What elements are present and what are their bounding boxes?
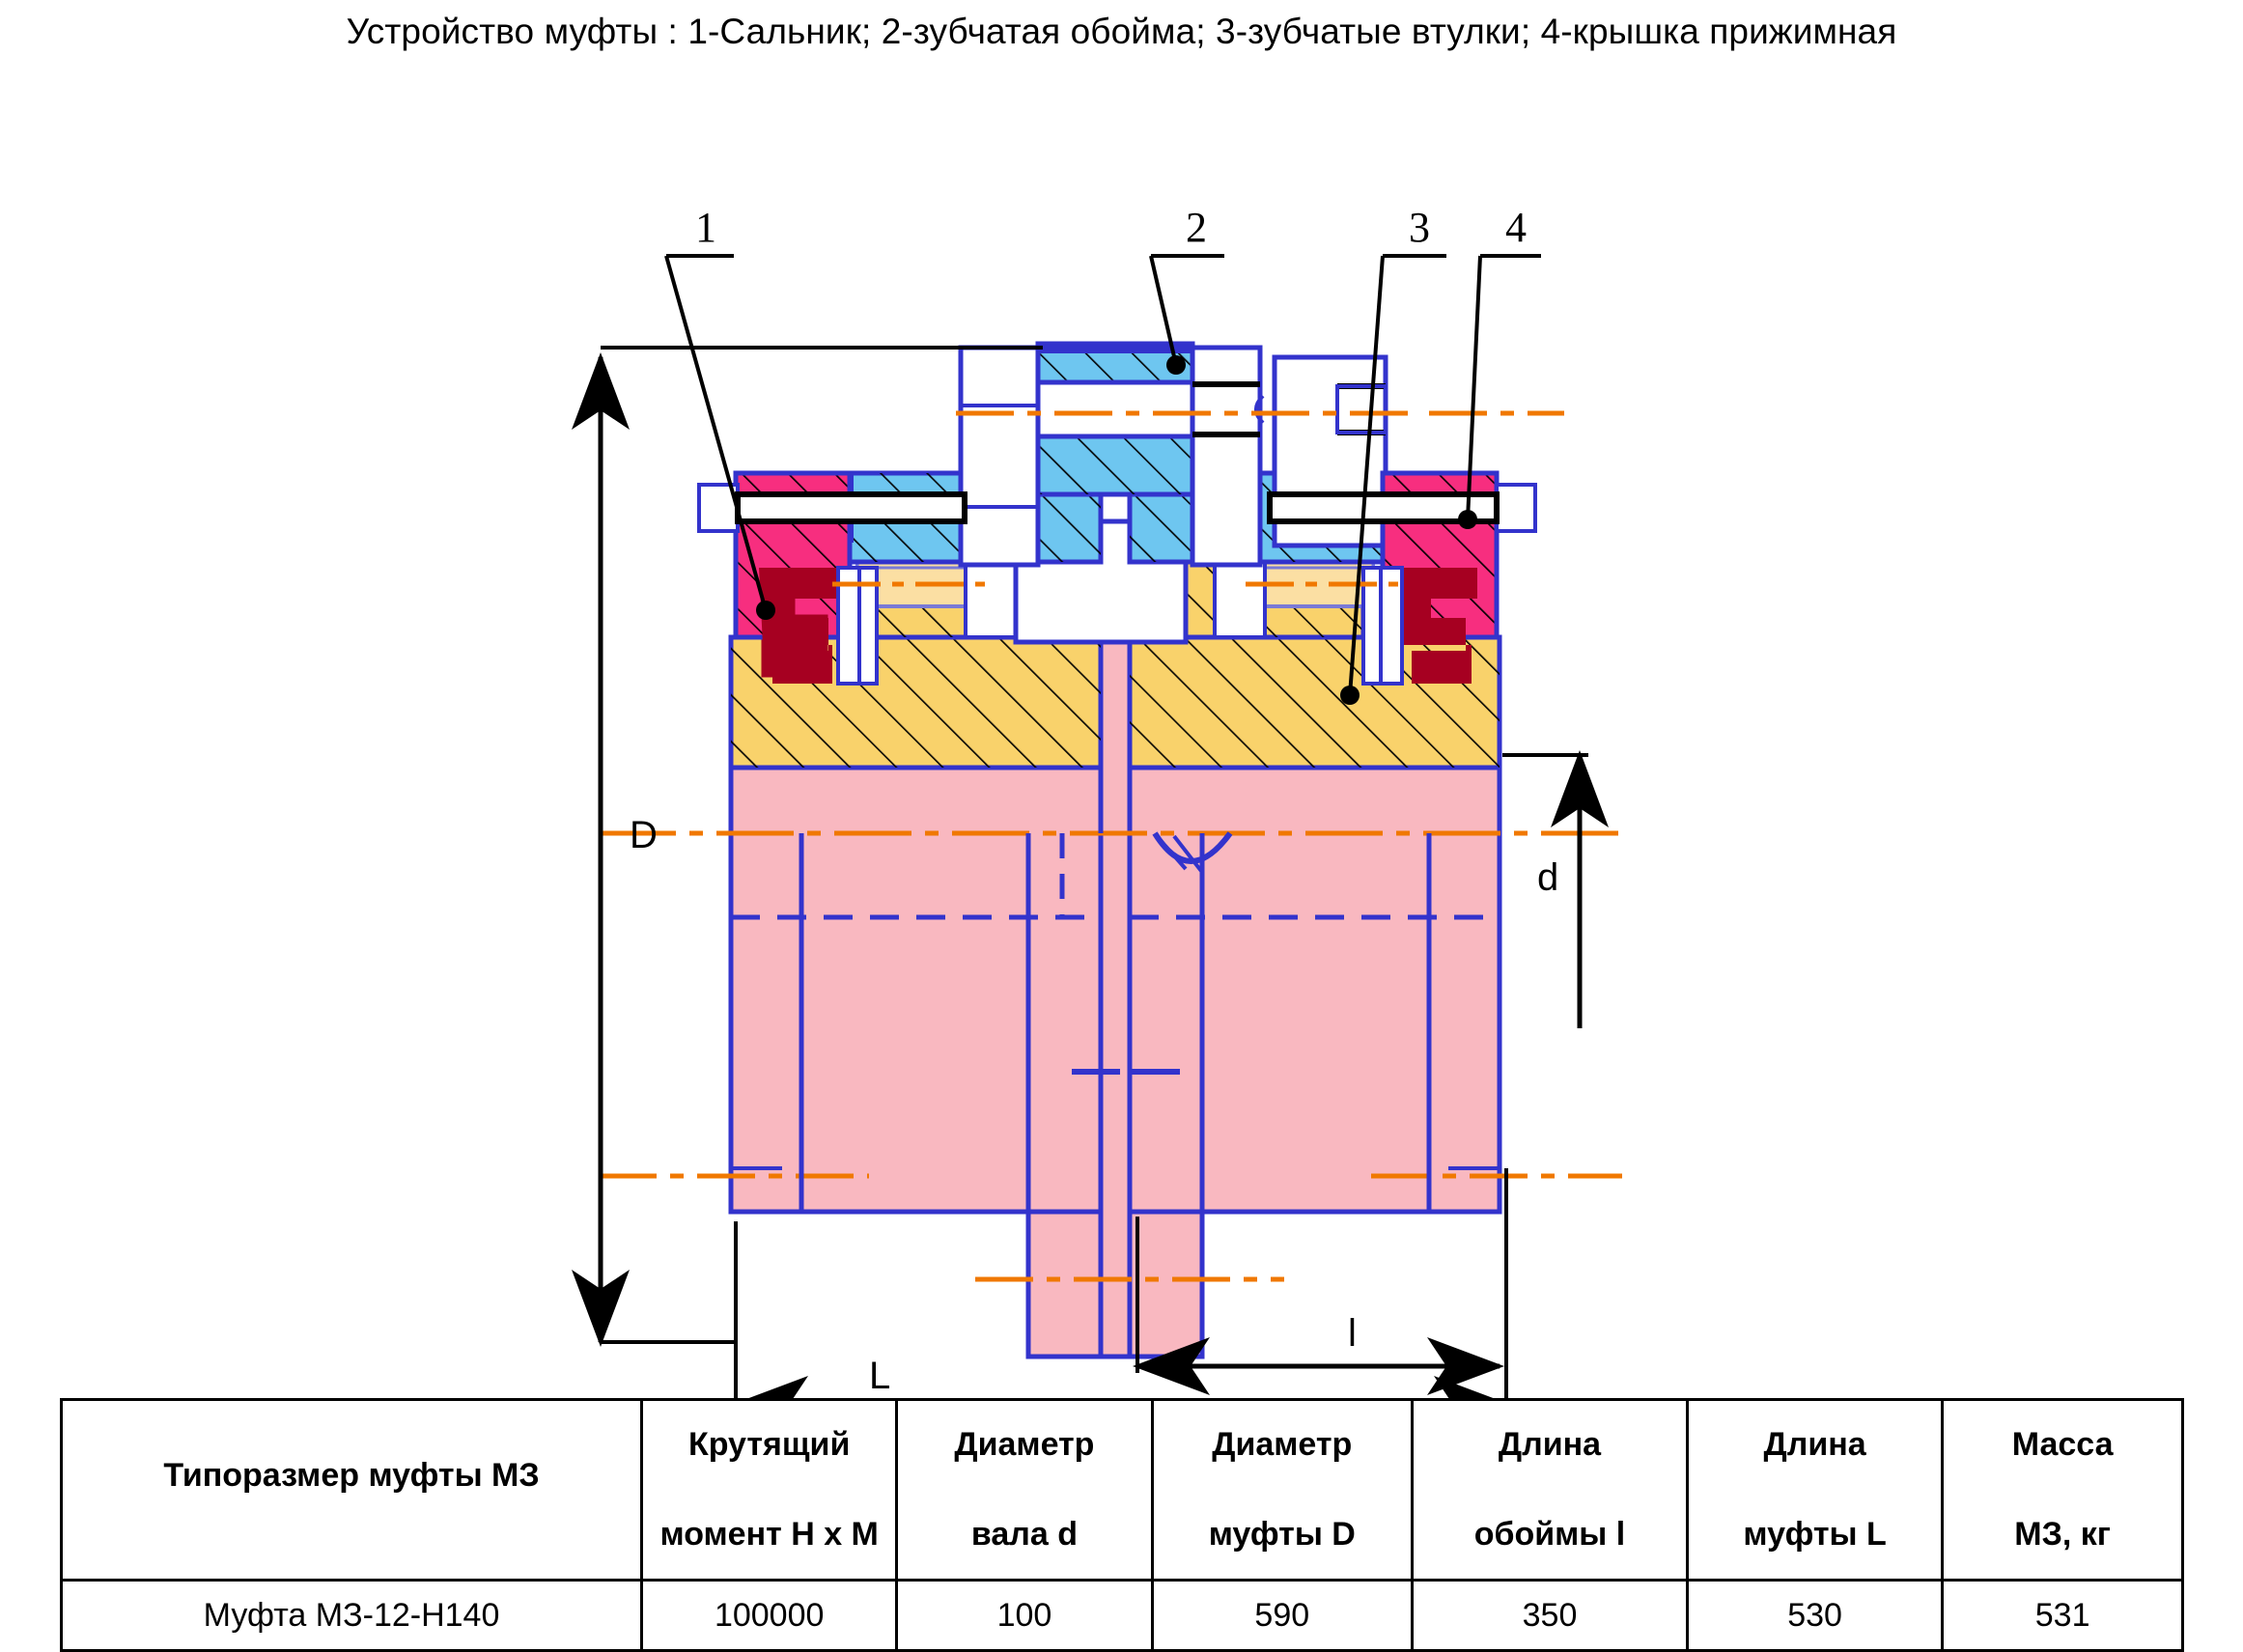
coupling-assembly-drawing: D d L l 1 2 3 4 — [572, 204, 1622, 1400]
callout-leaders — [664, 254, 1541, 705]
center-lines — [599, 410, 1622, 1282]
cell-shaft-diameter: 100 — [895, 1579, 1154, 1652]
header-coupling-diameter: Диаметр муфты D — [1150, 1398, 1415, 1582]
dimension-label-L: L — [869, 1355, 890, 1397]
cell-mass: 531 — [1941, 1579, 2184, 1652]
header-coupling-length: Длина муфты L — [1685, 1398, 1945, 1582]
hidden-detail-lines — [731, 768, 1500, 1212]
page-title: Устройство муфты : 1-Сальник; 2-зубчатая… — [346, 12, 1897, 51]
header-shaft-diameter: Диаметр вала d — [895, 1398, 1154, 1582]
table-row: Муфта МЗ-12-Н140 100000 100 590 350 530 … — [59, 1579, 2184, 1652]
cell-sleeve-length: 350 — [1411, 1579, 1689, 1652]
specification-table: Типоразмер муфты МЗ Крутящий момент Н х … — [59, 1398, 2184, 1652]
table-header-row: Типоразмер муфты МЗ Крутящий момент Н х … — [59, 1398, 2184, 1582]
cell-typesize: Муфта МЗ-12-Н140 — [59, 1579, 644, 1652]
dimension-label-l: l — [1348, 1312, 1357, 1355]
dimension-label-d: d — [1537, 856, 1558, 899]
header-torque: Крутящий момент Н х М — [640, 1398, 899, 1582]
dimension-lines — [572, 346, 1609, 1400]
header-typesize: Типоразмер муфты МЗ — [59, 1398, 644, 1582]
cell-coupling-length: 530 — [1685, 1579, 1945, 1652]
header-mass: Масса МЗ, кг — [1941, 1398, 2184, 1582]
callout-label-1: 1 — [695, 204, 716, 251]
callout-label-4: 4 — [1505, 204, 1527, 251]
callout-label-2: 2 — [1186, 204, 1207, 251]
assembly-geometry: D d L l 1 2 3 4 — [572, 204, 1622, 1400]
cell-torque: 100000 — [640, 1579, 899, 1652]
callout-label-3: 3 — [1409, 204, 1430, 251]
cell-coupling-diameter: 590 — [1150, 1579, 1415, 1652]
dimension-label-D: D — [630, 814, 658, 856]
header-sleeve-length: Длина обоймы l — [1411, 1398, 1689, 1582]
specification-table-wrap: Типоразмер муфты МЗ Крутящий момент Н х … — [59, 1398, 2184, 1652]
oil-seals-darkred — [759, 566, 1477, 686]
